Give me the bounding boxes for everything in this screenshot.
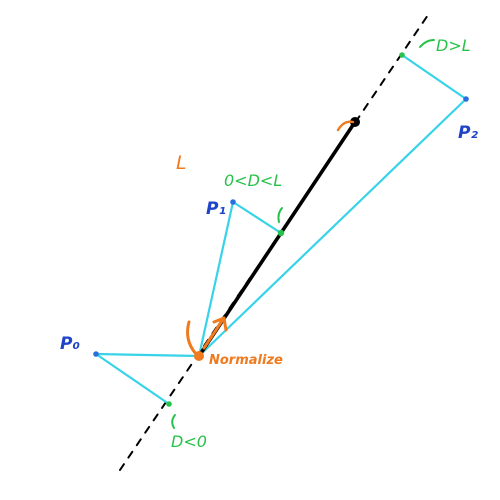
- point-p0: [93, 351, 99, 357]
- label-p0: P₀: [60, 334, 80, 354]
- tick-d-greater-L: [419, 39, 435, 48]
- label-L: L: [176, 152, 187, 174]
- p0-perpendicular-line: [94, 352, 171, 406]
- normalize-curve-left: [186, 320, 198, 356]
- projection-lines: [94, 53, 468, 406]
- tick-d-less-0: [171, 414, 176, 429]
- label-d-between: 0<D<L: [224, 171, 282, 190]
- projection-point-p0: [166, 401, 172, 407]
- green-ticks: [171, 39, 435, 429]
- projection-point-p2: [399, 52, 405, 58]
- point-p1: [230, 199, 236, 205]
- normalize-arrow-head: [212, 316, 228, 332]
- origin-point: [194, 351, 204, 361]
- label-d-greater-L: D>L: [436, 36, 471, 55]
- p2-to-origin-line: [197, 97, 468, 358]
- p2-perpendicular-line: [400, 53, 468, 101]
- end-tick-mark: [336, 120, 355, 132]
- label-p1: P₁: [206, 199, 226, 219]
- normalize-arrows: [186, 120, 355, 356]
- p1-to-origin-line: [197, 200, 235, 358]
- point-p2: [463, 96, 469, 102]
- segment-end-point: [350, 117, 360, 127]
- normalize-arrow-up: [202, 316, 226, 350]
- label-normalize: Normalize: [209, 353, 283, 368]
- p0-to-origin-line: [94, 352, 201, 358]
- p1-perpendicular-line: [231, 200, 283, 235]
- label-p2: P₂: [458, 123, 478, 143]
- projection-point-p1: [277, 229, 285, 237]
- label-d-less-0: D<0: [171, 432, 207, 451]
- tick-d-between: [277, 207, 283, 223]
